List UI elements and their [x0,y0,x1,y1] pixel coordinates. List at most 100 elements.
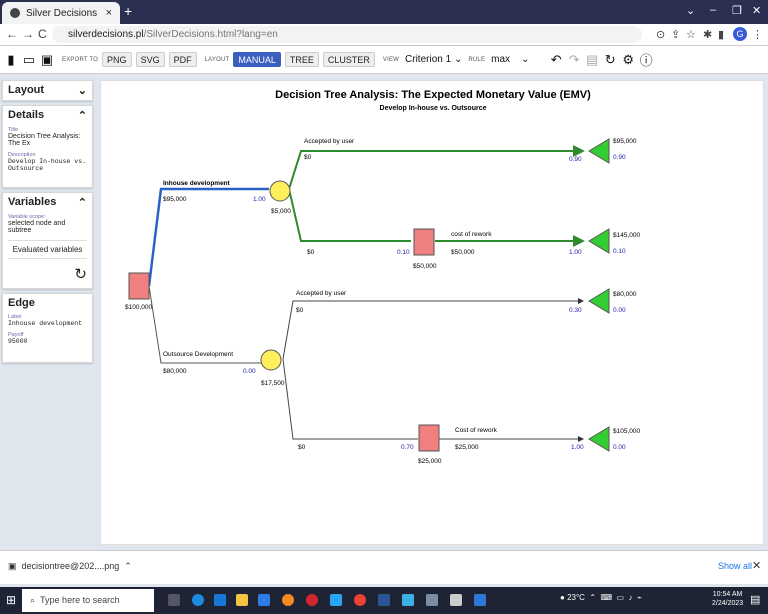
b2-payoff[interactable]: $0 [307,249,315,256]
b1-payoff[interactable]: $0 [304,154,312,161]
close-download-bar-icon[interactable]: ✕ [752,560,762,572]
save-icon[interactable]: ▣ [40,51,54,67]
back-icon[interactable]: ← [6,27,18,41]
browser-menu-icon[interactable]: ⋮ [752,29,763,41]
url-field[interactable]: silverdecisions.pl/SilverDecisions.html?… [52,26,642,43]
edge-payoff-field[interactable]: 95000 [8,338,28,345]
b2b-label[interactable]: cost of rework [451,231,492,238]
decision-node-rework-outsource[interactable] [418,424,440,452]
chevron-up-icon[interactable]: ⌃ [124,561,132,571]
description-field-line-1[interactable]: Develop In-house vs. [8,158,87,165]
terminal-node-2[interactable] [588,228,610,254]
store-icon[interactable] [214,594,226,606]
weather-temp[interactable]: 23°C [567,593,585,602]
layout-tree-button[interactable]: TREE [284,52,319,67]
layout-manual-button[interactable]: MANUAL [233,52,281,67]
edge-outsource-payoff[interactable]: $80,000 [163,368,187,375]
edge-browser-icon[interactable] [192,594,204,606]
minimize-icon[interactable]: – [710,4,717,16]
export-png-button[interactable]: PNG [102,52,132,67]
decision-node-rework-inhouse[interactable] [413,228,435,256]
task-view-icon[interactable] [168,594,180,606]
chevron-up-icon[interactable]: ⌃ [77,197,87,209]
edge-rework-outsource[interactable] [282,358,418,440]
evaluated-variables-button[interactable]: Evaluated variables [8,240,87,259]
firefox-icon[interactable] [282,594,294,606]
layout-panel[interactable]: Layout⌄ [2,80,93,101]
recompute-icon[interactable]: ↻ [604,51,616,67]
profile-avatar[interactable]: G [733,27,747,41]
photos-icon[interactable] [330,594,342,606]
settings-gear-icon[interactable]: ⚙ [622,51,634,67]
edge-inhouse[interactable] [147,187,269,287]
tree-canvas[interactable]: Decision Tree Analysis: The Expected Mon… [100,80,764,545]
maximize-icon[interactable]: ❐ [732,5,742,17]
chrome-icon[interactable] [354,594,366,606]
weather-icon[interactable]: ● [560,593,565,602]
new-tab-icon[interactable]: + [124,3,133,19]
share-icon[interactable]: ⇪ [671,29,681,41]
download-item[interactable]: ▣ decisiontree@202....png ⌃ [8,561,132,572]
bookmark-star-icon[interactable]: ☆ [686,29,696,41]
open-folder-icon[interactable]: ▭ [22,51,36,67]
new-file-icon[interactable]: ▮ [7,51,15,67]
b3-payoff[interactable]: $0 [296,307,304,314]
chance-node-outsource[interactable] [260,349,282,371]
terminal-node-3[interactable] [588,288,610,314]
settings-icon[interactable] [450,594,462,606]
terminal-node-1[interactable] [588,138,610,164]
chance-node-inhouse[interactable] [269,180,291,202]
windows-start-icon[interactable]: ⊞ [6,593,17,607]
edge-inhouse-payoff[interactable]: $95,000 [163,196,187,203]
undo-icon[interactable]: ↶ [550,51,562,67]
layout-cluster-button[interactable]: CLUSTER [322,52,375,67]
edge-accepted-outsource[interactable] [282,298,584,360]
b2b-payoff[interactable]: $50,000 [451,249,475,256]
forward-icon[interactable]: → [22,27,34,41]
export-svg-button[interactable]: SVG [135,52,165,67]
google-lens-icon[interactable]: ⊙ [656,29,666,41]
description-field-line-2[interactable]: Outsource [8,165,44,172]
reload-icon[interactable]: C [38,27,47,41]
sidepanel-icon[interactable]: ▮ [718,29,725,41]
edge-inhouse-label[interactable]: Inhouse development [163,180,231,187]
taskbar-search[interactable]: ⌕ Type here to search [22,589,154,612]
word-icon[interactable] [378,594,390,606]
about-info-icon[interactable]: ⓘ [639,53,653,68]
title-field[interactable]: Decision Tree Analysis: The Ex [8,133,81,147]
tab-search-chevron-icon[interactable]: ⌄ [686,5,696,17]
rule-select[interactable]: max ⌄ [491,54,530,65]
b4b-label[interactable]: Cost of rework [455,427,498,434]
chevron-down-icon[interactable]: ⌄ [77,85,87,97]
terminal-node-4[interactable] [588,426,610,452]
opera-icon[interactable] [306,594,318,606]
chevron-up-icon[interactable]: ⌃ [77,110,87,122]
app-icon-3[interactable] [474,594,486,606]
edge-accepted-inhouse[interactable] [288,145,585,190]
show-all-link[interactable]: Show all [718,561,753,571]
b4-payoff[interactable]: $0 [298,444,306,451]
close-window-icon[interactable]: ✕ [752,5,762,17]
redo-icon[interactable]: ↷ [568,51,580,67]
app-icon-2[interactable] [426,594,438,606]
edge-rework-inhouse[interactable] [288,188,411,242]
edge-outsource[interactable] [148,285,261,364]
extensions-icon[interactable]: ✱ [703,29,713,41]
export-pdf-button[interactable]: PDF [168,52,197,67]
refresh-icon[interactable]: ↻ [74,266,87,283]
edge-label-field[interactable]: Inhouse development [8,320,83,327]
root-decision-node[interactable] [128,272,150,300]
b4b-payoff[interactable]: $25,000 [455,444,479,451]
browser-tab[interactable]: Silver Decisions × [2,2,120,24]
close-tab-icon[interactable]: × [105,7,112,19]
edge-outsource-label[interactable]: Outsource Development [163,351,233,358]
clipboard-icon[interactable]: ▤ [586,51,599,67]
b3-label[interactable]: Accepted by user [296,290,347,297]
app-icon[interactable] [402,594,414,606]
file-explorer-icon[interactable] [236,594,248,606]
notifications-icon[interactable]: ▤ [750,594,761,606]
mail-icon[interactable] [258,594,270,606]
b1-label[interactable]: Accepted by user [304,138,355,145]
view-select[interactable]: Criterion 1 ⌄ [405,54,463,65]
